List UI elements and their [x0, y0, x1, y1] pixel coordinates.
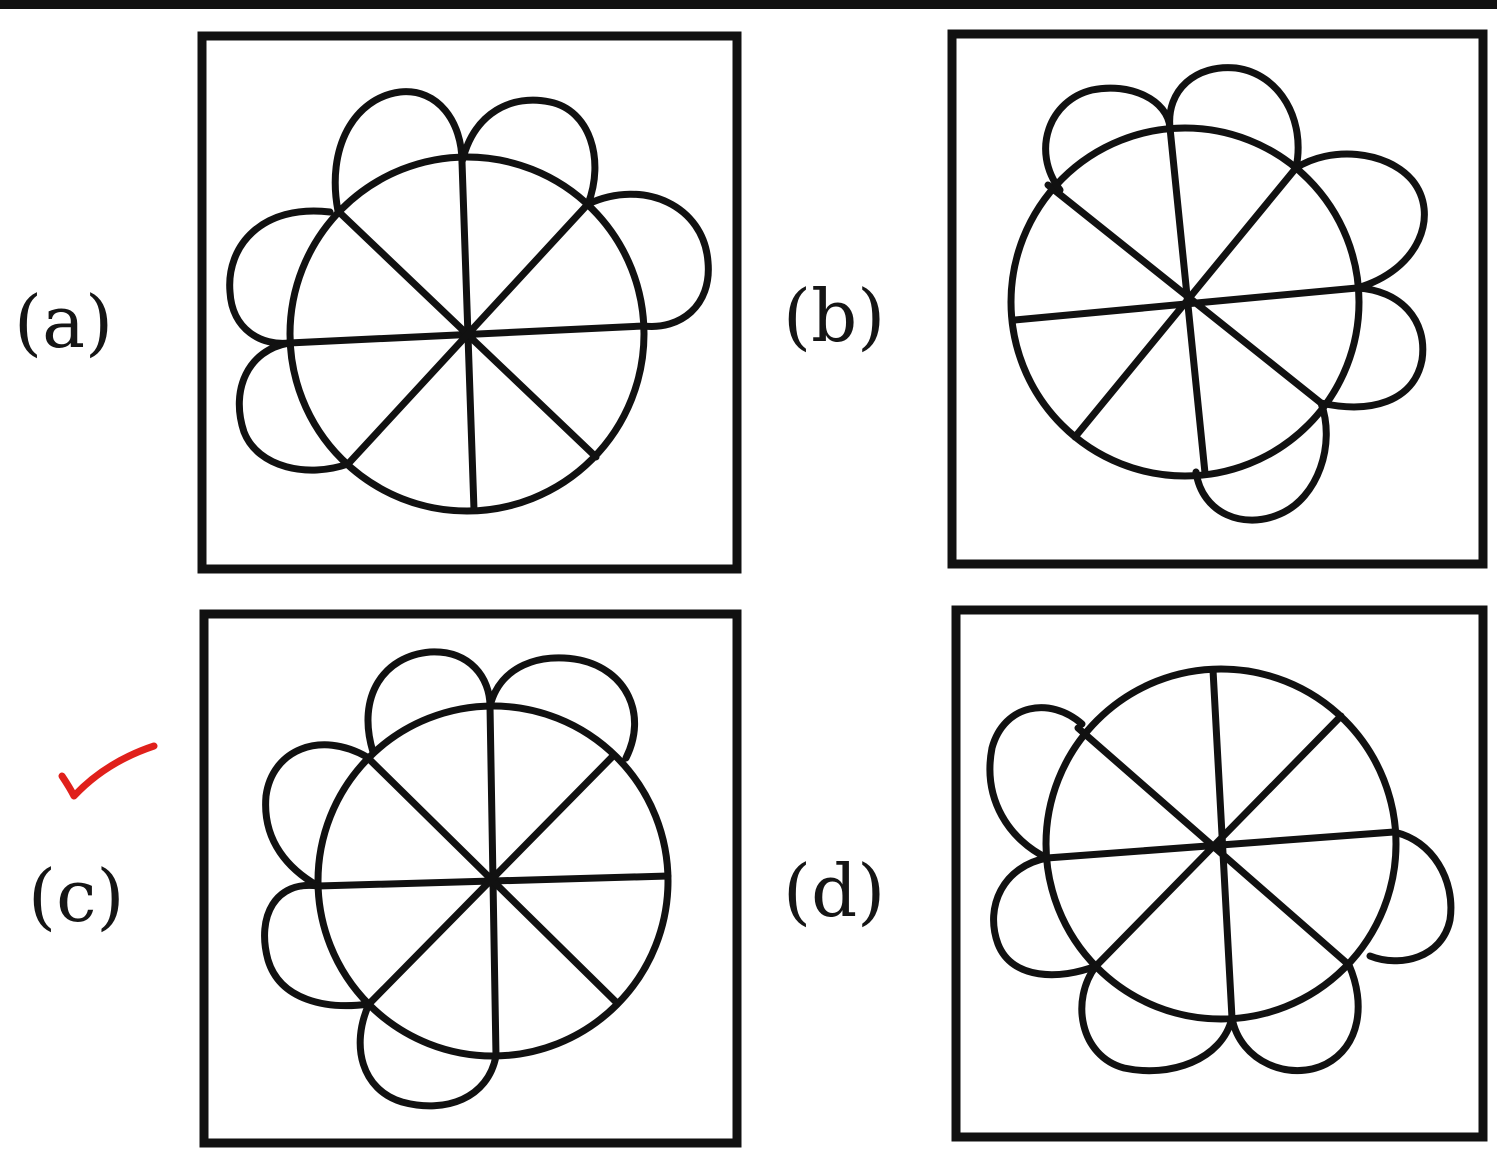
figure-option-a	[197, 31, 742, 574]
option-label-c: (c)	[28, 854, 125, 938]
figure-option-b	[947, 29, 1488, 569]
figure-box-b	[947, 29, 1488, 569]
wheel-circle-d	[1042, 665, 1400, 1023]
wheel-spokes-b	[1011, 124, 1361, 477]
wheel-spokes-c	[314, 702, 672, 1060]
wheel-circle-a	[286, 153, 648, 515]
petal-loops-b	[1042, 64, 1428, 524]
option-label-b: (b)	[783, 274, 886, 358]
figure-box-a	[197, 31, 742, 574]
petal-loops-a	[226, 88, 712, 474]
figure-option-c	[199, 609, 742, 1148]
top-border-rule	[0, 0, 1497, 9]
petal-loops-d	[986, 704, 1455, 1075]
wheel-circle-b	[1007, 124, 1363, 480]
wheel-spokes-a	[285, 158, 648, 514]
figure-box-d	[951, 605, 1488, 1142]
option-label-d: (d)	[783, 849, 886, 933]
figure-option-d	[951, 605, 1488, 1142]
wheel-spokes-d	[1043, 666, 1398, 1022]
petal-loops-c	[261, 648, 638, 1110]
answer-checkmark-icon	[58, 742, 158, 800]
option-label-a: (a)	[14, 280, 114, 364]
figure-box-c	[199, 609, 742, 1148]
